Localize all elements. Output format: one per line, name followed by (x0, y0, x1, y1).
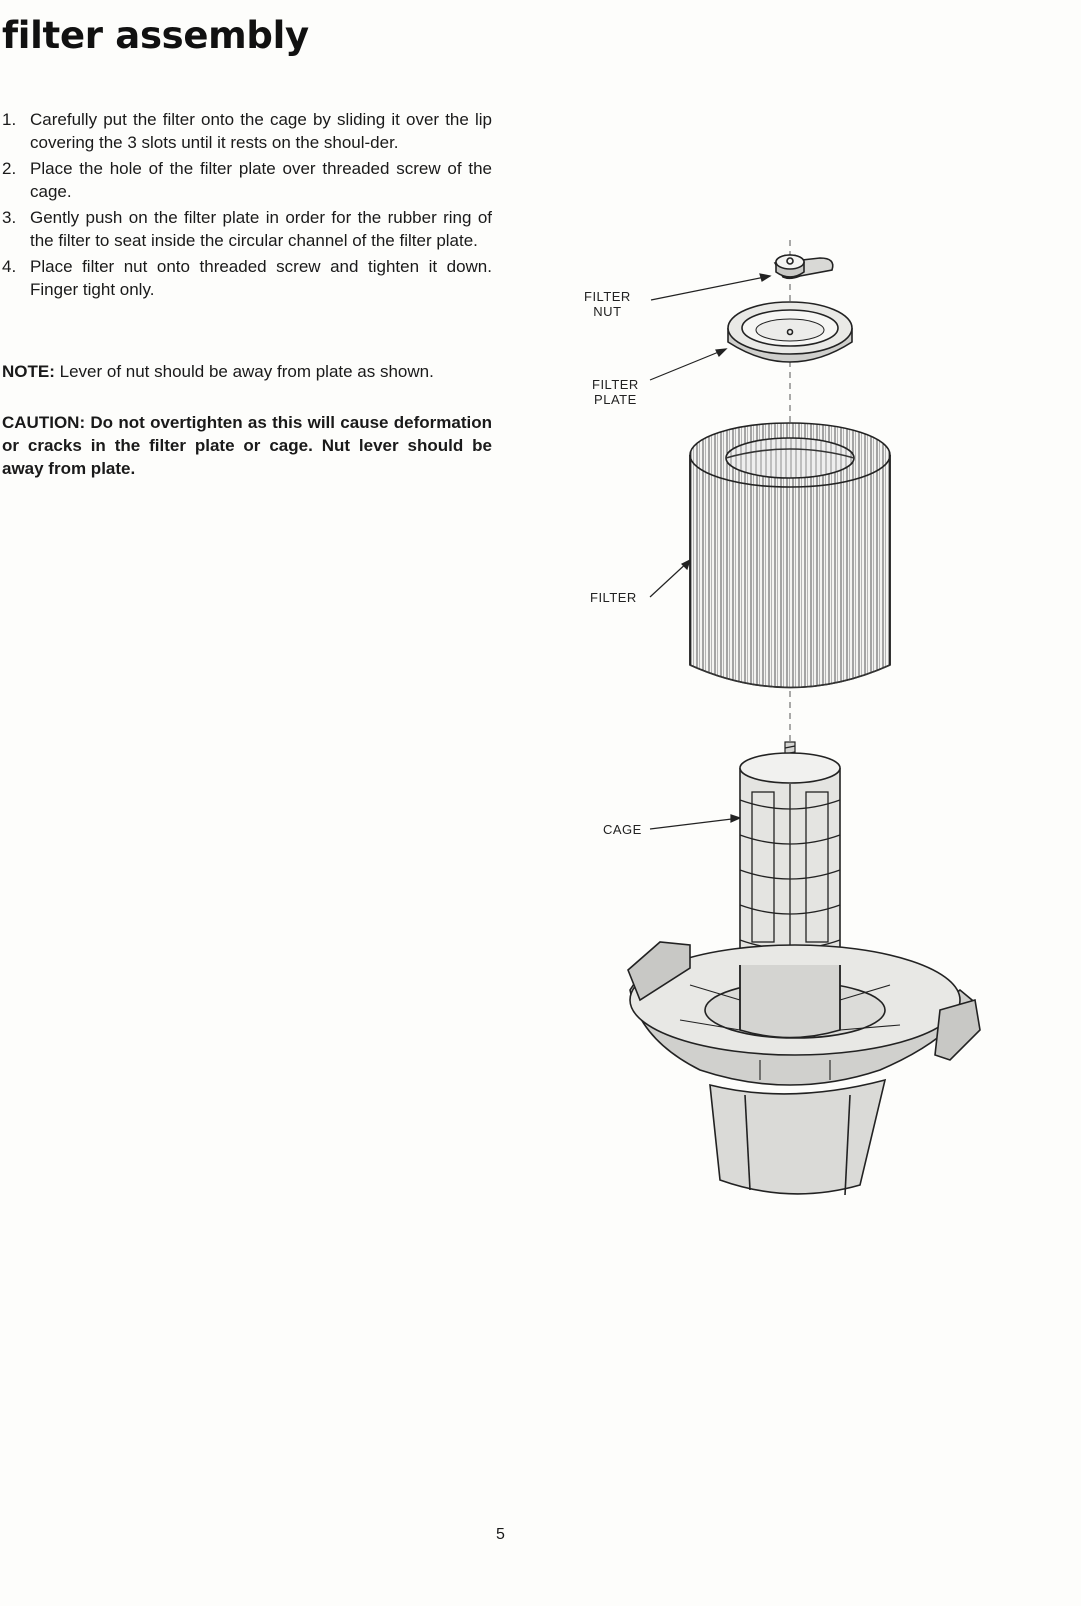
step-number: 4. (2, 257, 17, 276)
page-number: 5 (496, 1526, 505, 1543)
page-title: filter assembly (2, 14, 309, 57)
step-1: 1. Carefully put the filter onto the cag… (2, 108, 492, 154)
filter-nut-label: FILTER NUT (584, 289, 631, 319)
filter-plate-label-line2: PLATE (594, 392, 637, 407)
filter-nut-label-line1: FILTER (584, 289, 631, 304)
step-text: Gently push on the filter plate in order… (30, 208, 492, 250)
filter-plate-label: FILTER PLATE (592, 377, 639, 407)
filter-assembly-illustration (627, 240, 981, 1196)
caution-label: CAUTION: (2, 413, 86, 432)
cage-label: CAGE (603, 822, 642, 837)
step-number: 3. (2, 208, 17, 227)
filter-nut-part (773, 254, 834, 280)
note-label: NOTE: (2, 362, 55, 381)
instruction-steps: 1. Carefully put the filter onto the cag… (2, 108, 492, 304)
step-number: 1. (2, 110, 17, 129)
note-text: Lever of nut should be away from plate a… (59, 362, 434, 381)
cage-part (739, 752, 841, 976)
step-text: Place filter nut onto threaded screw and… (30, 257, 492, 299)
step-text: Place the hole of the filter plate over … (30, 159, 492, 201)
filter-nut-label-line2: NUT (593, 304, 622, 319)
step-3: 3. Gently push on the filter plate in or… (2, 206, 492, 252)
step-4: 4. Place filter nut onto threaded screw … (2, 255, 492, 301)
step-text: Carefully put the filter onto the cage b… (30, 110, 492, 152)
filter-part (689, 422, 891, 689)
leader-lines (649, 273, 772, 830)
note: NOTE: Lever of nut should be away from p… (2, 360, 492, 383)
filter-plate-part (727, 301, 853, 363)
caution: CAUTION: Do not overtighten as this will… (2, 411, 492, 480)
step-number: 2. (2, 159, 17, 178)
filter-plate-label-line1: FILTER (592, 377, 639, 392)
step-2: 2. Place the hole of the filter plate ov… (2, 157, 492, 203)
base-part (627, 941, 981, 1196)
filter-label: FILTER (590, 590, 637, 605)
caution-text: Do not overtighten as this will cause de… (2, 413, 492, 478)
